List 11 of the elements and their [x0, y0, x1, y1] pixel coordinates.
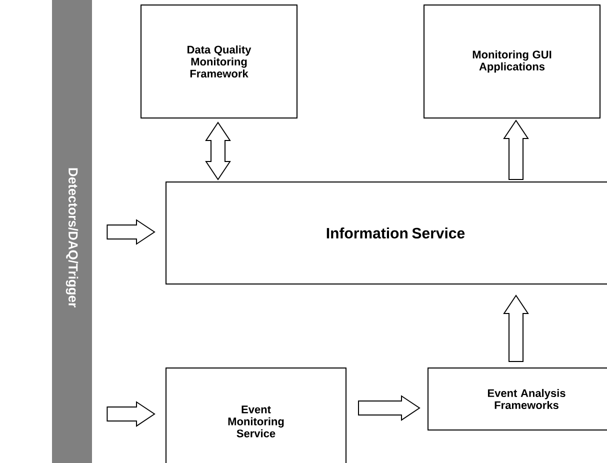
- side-band: Detectors/DAQ/Trigger: [52, 0, 92, 463]
- process-box: Event Monitoring Service: [166, 368, 346, 463]
- process-box: Monitoring GUI Applications: [424, 4, 600, 118]
- block-arrow: [503, 294, 529, 362]
- service-box: Information Service: [166, 182, 607, 284]
- block-arrow: [503, 120, 529, 180]
- block-arrow: [106, 401, 156, 427]
- process-box: Event Analysis Frameworks: [428, 368, 607, 430]
- block-arrow: [106, 219, 156, 245]
- process-box: Data Quality Monitoring Framework: [140, 4, 298, 118]
- block-arrow: [358, 395, 420, 421]
